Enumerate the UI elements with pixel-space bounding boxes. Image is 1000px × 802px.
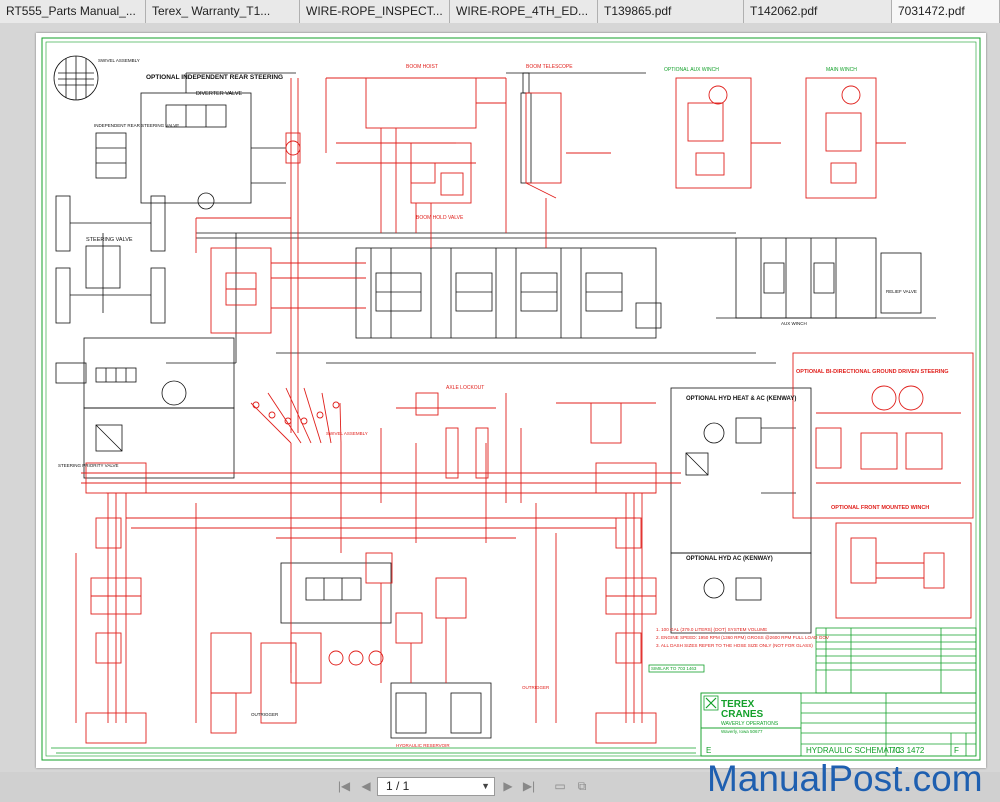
chevron-down-icon[interactable]: ▼ bbox=[481, 781, 490, 791]
view-mode-icon[interactable]: ▭ bbox=[554, 779, 566, 793]
note-1: 1. 100 GAL (379.0 LITERS) (DOT) SYSTEM V… bbox=[656, 627, 767, 632]
label-outrigger: OUTRIGGER bbox=[522, 685, 550, 690]
label-boom-hold-valve: BOOM HOLD VALVE bbox=[416, 215, 464, 221]
pdf-page: OPTIONAL INDEPENDENT REAR STEERING SWIVE… bbox=[36, 33, 986, 768]
company-address: Waverly, Iowa 50677 bbox=[721, 729, 763, 734]
next-page-icon[interactable]: ▶ bbox=[503, 779, 513, 793]
tab-rt555-parts-manual[interactable]: RT555_Parts Manual_... bbox=[0, 0, 146, 23]
tab-label: WIRE-ROPE_4TH_ED... bbox=[456, 4, 589, 18]
label-aux-winch: AUX WINCH bbox=[781, 321, 807, 326]
label-hydraulic-reservoir: HYDRAULIC RESERVOIR bbox=[396, 743, 450, 748]
tab-label: WIRE-ROPE_INSPECT... bbox=[306, 4, 443, 18]
note-3: 3. ALL DASH SIZES REFER TO THE HOSE SIZE… bbox=[656, 643, 813, 648]
label-opt-bidirectional: OPTIONAL BI-DIRECTIONAL GROUND DRIVEN ST… bbox=[796, 369, 949, 375]
page-number-value: 1 / 1 bbox=[386, 779, 410, 793]
label-opt-front-winch: OPTIONAL FRONT MOUNTED WINCH bbox=[831, 505, 929, 511]
tab-wire-rope-4th-ed[interactable]: WIRE-ROPE_4TH_ED... bbox=[450, 0, 598, 23]
drawing-size: E bbox=[706, 746, 711, 755]
tab-label: RT555_Parts Manual_... bbox=[6, 4, 136, 18]
drawing-title: HYDRAULIC SCHEMATIC bbox=[806, 746, 901, 755]
label-indep-rear-steer-valve: INDEPENDENT REAR STEERING VALVE bbox=[94, 123, 179, 128]
tab-label: T139865.pdf bbox=[604, 4, 672, 18]
tab-7031472[interactable]: 7031472.pdf bbox=[892, 0, 1000, 23]
last-page-icon[interactable]: ▶| bbox=[522, 779, 536, 793]
label-opt-hyd-heat-ac: OPTIONAL HYD HEAT & AC (KENWAY) bbox=[686, 396, 796, 402]
company-division: WAVERLY OPERATIONS bbox=[721, 721, 779, 727]
label-outrigger-left: OUTRIGGER bbox=[251, 712, 279, 717]
label-main-winch: MAIN WINCH bbox=[826, 67, 857, 73]
tab-label: Terex_ Warranty_T1... bbox=[152, 4, 271, 18]
label-relief-valve: RELIEF VALVE bbox=[886, 289, 917, 294]
label-optional-rear-steering: OPTIONAL INDEPENDENT REAR STEERING bbox=[146, 74, 283, 81]
label-boom-hoist: BOOM HOIST bbox=[406, 64, 438, 70]
label-swivel-assembly: SWIVEL ASSEMBLY bbox=[98, 58, 140, 63]
tab-label: 7031472.pdf bbox=[898, 4, 965, 18]
label-boom-telescope: BOOM TELESCOPE bbox=[526, 64, 573, 70]
drawing-rev: F bbox=[954, 746, 959, 755]
document-tab-bar: RT555_Parts Manual_... Terex_ Warranty_T… bbox=[0, 0, 1000, 24]
page-number-field[interactable]: 1 / 1 ▼ bbox=[377, 777, 495, 796]
label-opt-hyd-ac: OPTIONAL HYD AC (KENWAY) bbox=[686, 556, 773, 562]
terex-logo-icon bbox=[703, 695, 719, 711]
label-steering-valve: STEERING VALVE bbox=[86, 237, 133, 243]
tab-terex-warranty[interactable]: Terex_ Warranty_T1... bbox=[146, 0, 300, 23]
tab-t142062[interactable]: T142062.pdf bbox=[744, 0, 892, 23]
label-similar-to: SIMILAR TO 703 1463 bbox=[651, 666, 697, 671]
note-2: 2. ENGINE SPEED: 1950 RPM (1360 RPM) GRO… bbox=[656, 635, 830, 640]
drawing-number: 703 1472 bbox=[891, 746, 925, 755]
label-swivel-assembly-2: SWIVEL ASSEMBLY bbox=[326, 431, 368, 436]
manualpost-watermark: ManualPost.com bbox=[707, 758, 983, 799]
rotate-icon[interactable]: ⧉ bbox=[577, 779, 587, 793]
hydraulic-schematic-drawing: OPTIONAL INDEPENDENT REAR STEERING SWIVE… bbox=[41, 37, 981, 761]
company-name-cranes: CRANES bbox=[721, 709, 764, 720]
company-name-terex: TEREX bbox=[721, 699, 755, 710]
document-viewer[interactable]: OPTIONAL INDEPENDENT REAR STEERING SWIVE… bbox=[0, 23, 1000, 772]
label-opt-aux-winch: OPTIONAL AUX WINCH bbox=[664, 67, 719, 73]
tab-wire-rope-inspect[interactable]: WIRE-ROPE_INSPECT... bbox=[300, 0, 450, 23]
page-navigation-toolbar: |◀ ◀ 1 / 1 ▼ ▶ ▶| ▭ ⧉ bbox=[0, 772, 1000, 802]
label-axle-lockout: AXLE LOCKOUT bbox=[446, 385, 484, 391]
label-steering-priority-valve: STEERING PRIORITY VALVE bbox=[58, 463, 119, 468]
first-page-icon[interactable]: |◀ bbox=[337, 779, 351, 793]
label-diverter-valve: DIVERTER VALVE bbox=[196, 91, 242, 97]
tab-t139865[interactable]: T139865.pdf bbox=[598, 0, 744, 23]
tab-label: T142062.pdf bbox=[750, 4, 818, 18]
previous-page-icon[interactable]: ◀ bbox=[361, 779, 371, 793]
